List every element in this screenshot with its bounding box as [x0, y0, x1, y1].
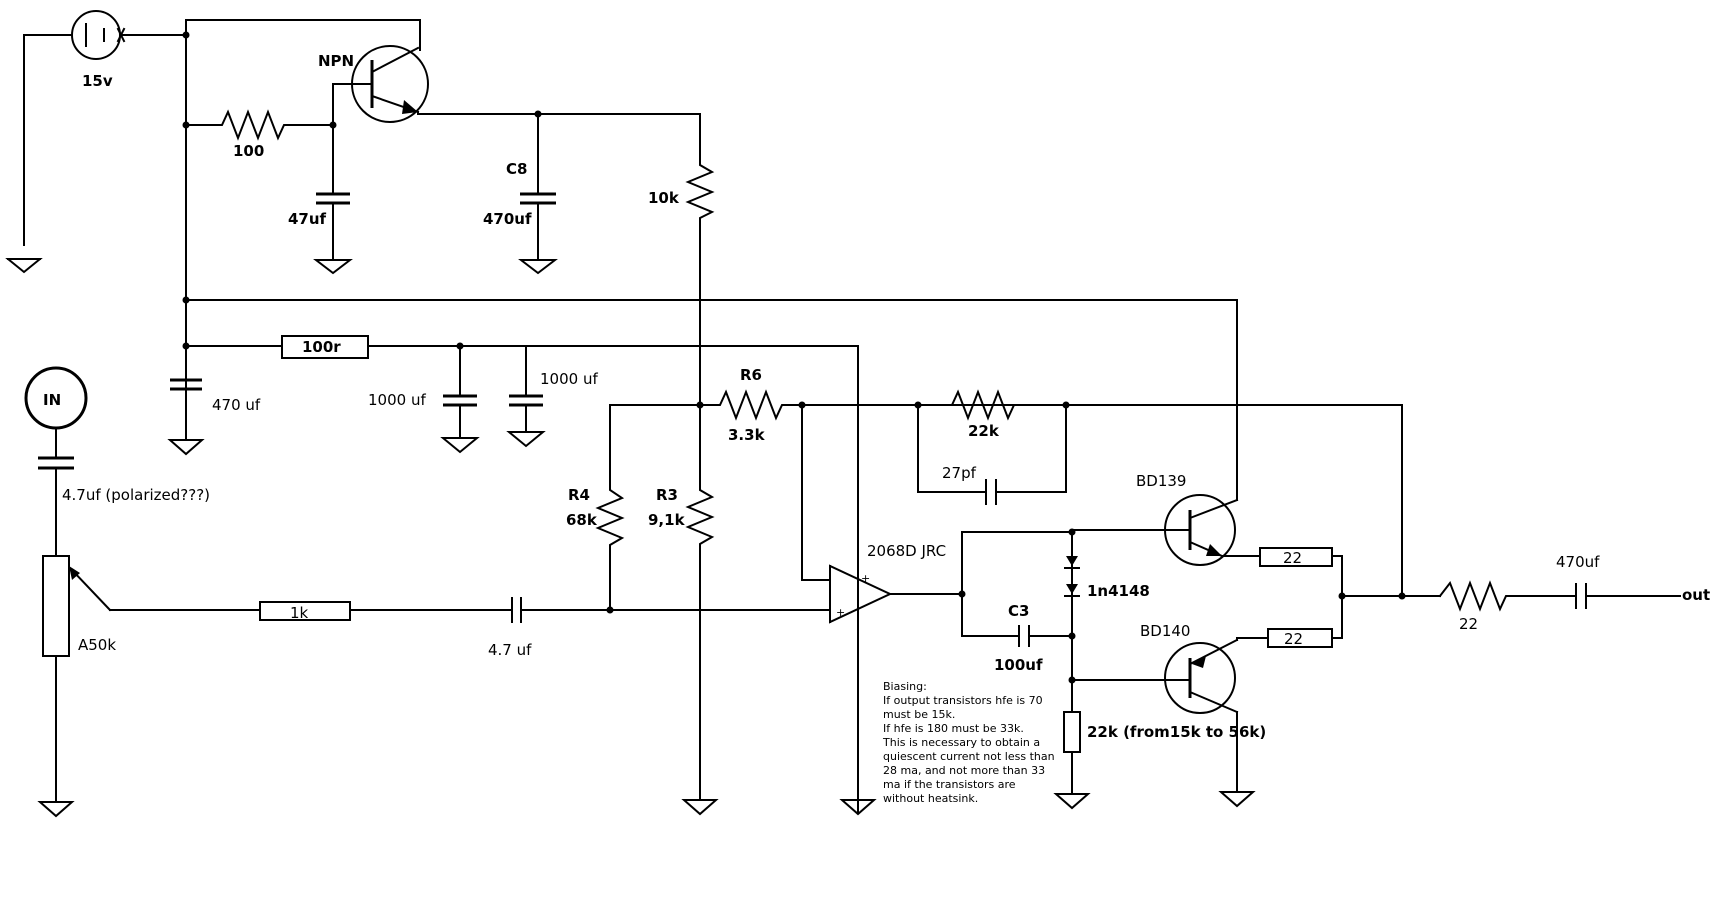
bd139-label: BD139 [1136, 472, 1186, 490]
c8-value: 470uf [483, 210, 532, 228]
resistor-22-bottom: 22 [1267, 628, 1333, 648]
capacitor-4-7uf: 4.7 uf [488, 597, 532, 659]
r22-out-label: 22 [1459, 615, 1478, 633]
c1000a-label: 1000 uf [368, 391, 426, 409]
output-label: out [1682, 586, 1710, 604]
capacitor-1000uf-b: 1000 uf [506, 345, 598, 448]
resistor-22k-bias: 22k (from15k to 56k) [1053, 711, 1266, 810]
input-label: IN [43, 391, 61, 409]
capacitor-input: 4.7uf (polarized???) [38, 427, 210, 557]
diodes-1n4148: 1n4148 [1064, 531, 1150, 681]
resistor-r6: R6 3.3k [699, 366, 803, 444]
resistor-r4: R4 68k [566, 404, 701, 611]
biasing-note: Biasing: If output transistors hfe is 70… [882, 680, 1058, 805]
resistor-100: 100 [185, 109, 334, 160]
input-connector: IN [24, 366, 88, 430]
r3-ref: R3 [656, 486, 678, 504]
c1000b-label: 1000 uf [540, 370, 598, 388]
r22-bot-label: 22 [1284, 630, 1303, 648]
r6-ref: R6 [740, 366, 762, 384]
transistor-bd140: BD140 [1071, 622, 1269, 808]
resistor-10k: 10k [648, 139, 715, 301]
r22k-bias-label: 22k (from15k to 56k) [1087, 723, 1266, 741]
ground-source [5, 258, 43, 274]
pot-label: A50k [78, 636, 116, 654]
resistor-22-top: 22 [1259, 547, 1333, 567]
r10k-label: 10k [648, 189, 680, 207]
r100-label: 100 [233, 142, 264, 160]
r4-value: 68k [566, 511, 598, 529]
c8-ref: C8 [506, 160, 527, 178]
npn-transistor: NPN [318, 45, 429, 126]
source-label: 15v [82, 72, 113, 90]
transistor-bd139: BD139 [1071, 472, 1261, 566]
r22k-fb-label: 22k [968, 422, 1000, 440]
r1k-label: 1k [290, 604, 309, 622]
capacitor-47uf: 47uf [288, 124, 353, 275]
svg-text:+: + [861, 572, 870, 585]
cin-label: 4.7uf (polarized???) [62, 486, 210, 504]
c47-label: 47uf [288, 210, 327, 228]
r4-ref: R4 [568, 486, 590, 504]
capacitor-c8: C8 470uf [483, 113, 558, 275]
opamp-2068d: + + 2068D JRC [829, 542, 963, 624]
resistor-22k-feedback: 22k [917, 389, 1067, 440]
resistor-100r: 100r [281, 335, 369, 359]
r3-value: 9,1k [648, 511, 686, 529]
resistor-r3: R3 9,1k [648, 299, 719, 816]
junctions [182, 31, 1406, 684]
power-source-15v: 15v [23, 10, 187, 246]
cout-label: 470uf [1556, 553, 1600, 571]
capacitor-out: 470uf [1556, 553, 1600, 609]
capacitor-470uf-left: 470 uf [167, 345, 261, 456]
r6-value: 3.3k [728, 426, 766, 444]
capacitor-27pf: 27pf [917, 404, 1067, 505]
r22-top-label: 22 [1283, 549, 1302, 567]
resistor-22-out: 22 [1438, 580, 1577, 633]
bd140-label: BD140 [1140, 622, 1190, 640]
c470-left-label: 470 uf [212, 396, 261, 414]
capacitor-c3: C3 100uf [994, 602, 1073, 674]
c3-value: 100uf [994, 656, 1043, 674]
c27pf-label: 27pf [942, 464, 977, 482]
c47in-label: 4.7 uf [488, 641, 532, 659]
c3-ref: C3 [1008, 602, 1029, 620]
potentiometer-a50k: A50k [37, 555, 116, 818]
diodes-label: 1n4148 [1087, 582, 1150, 600]
resistor-1k: 1k [259, 601, 351, 622]
r100r-label: 100r [302, 338, 341, 356]
svg-text:+: + [836, 606, 845, 619]
capacitor-1000uf-a: 1000 uf [368, 345, 480, 454]
opamp-label: 2068D JRC [867, 542, 946, 560]
npn-label: NPN [318, 52, 354, 70]
